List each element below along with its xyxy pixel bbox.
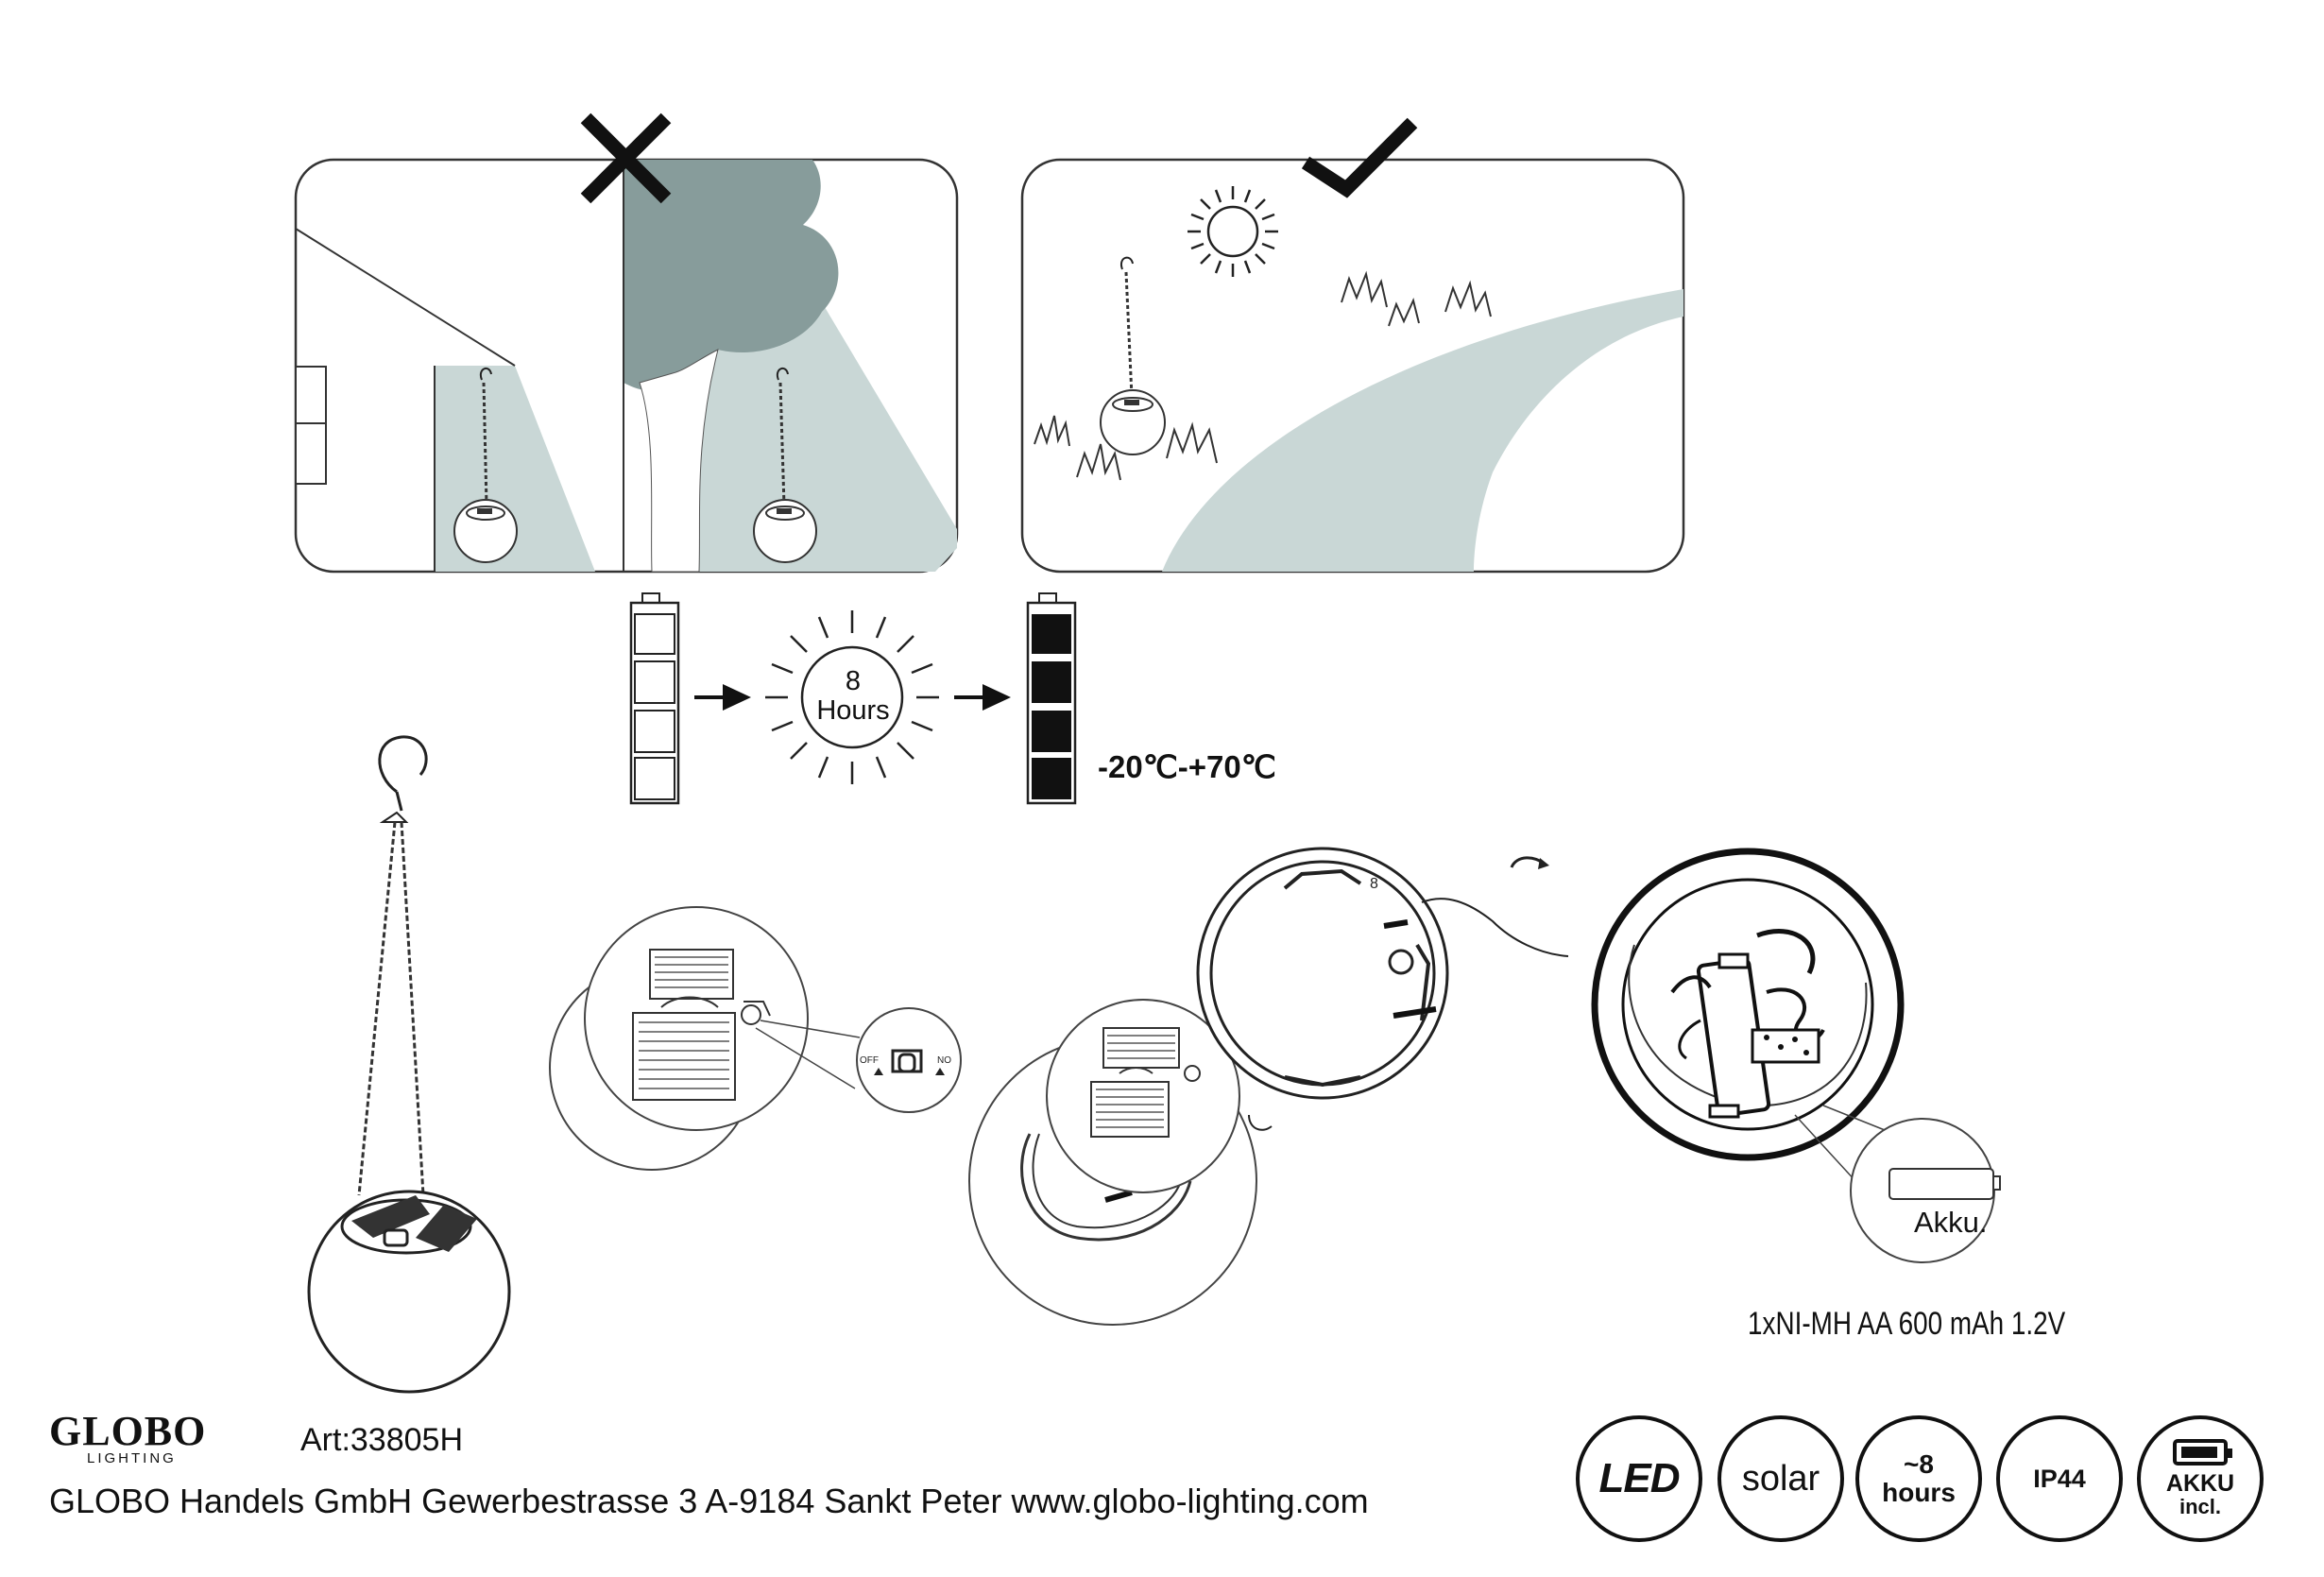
arrow-right-icon bbox=[694, 684, 751, 711]
company-address: GLOBO Handels GmbH Gewerbestrasse 3 A-91… bbox=[49, 1482, 1369, 1520]
lamp-small-1 bbox=[453, 367, 518, 563]
lamp-large bbox=[307, 735, 511, 1394]
globo-logo: GLOBO bbox=[49, 1408, 207, 1454]
hours-badge-line2: hours bbox=[1882, 1478, 1956, 1507]
grass bbox=[1034, 270, 1492, 481]
lamp-small-3 bbox=[1100, 256, 1166, 455]
temperature-range: -20℃-+70℃ bbox=[1098, 749, 1276, 784]
cross-mark-icon bbox=[580, 112, 672, 204]
battery-empty-icon bbox=[629, 592, 680, 805]
switch-on-label: NO bbox=[937, 1055, 951, 1066]
switch-detail: OFF NO bbox=[549, 906, 962, 1171]
sun-hours-number: 8 bbox=[845, 666, 862, 696]
twist-open-detail bbox=[968, 999, 1273, 1326]
hours-badge: ~8 hours bbox=[1855, 1415, 1982, 1542]
sun-icon bbox=[1188, 186, 1278, 277]
akku-badge-line1: AKKU bbox=[2165, 1470, 2235, 1497]
sun-hours-label: 8 Hours bbox=[803, 667, 903, 726]
sun-hours-unit: Hours bbox=[816, 695, 890, 726]
battery-full-icon bbox=[1026, 592, 1077, 805]
akku-badge-line2: incl. bbox=[2179, 1495, 2221, 1518]
ip44-badge-label: IP44 bbox=[2033, 1464, 2086, 1493]
solar-badge: solar bbox=[1717, 1415, 1844, 1542]
akku-callout-label: Akku. bbox=[1914, 1206, 1988, 1239]
led-badge: LED bbox=[1576, 1415, 1702, 1542]
battery-icon bbox=[2173, 1439, 2232, 1466]
battery-compartment-detail: 8 bbox=[1196, 847, 2001, 1263]
arrow-right-icon-2 bbox=[954, 684, 1011, 711]
lamp-small-2 bbox=[753, 367, 817, 563]
ip44-badge: IP44 bbox=[1996, 1415, 2123, 1542]
sun-8-hours-icon bbox=[765, 610, 939, 784]
panel-sun-right bbox=[1020, 158, 1685, 574]
akku-badge: AKKU incl. bbox=[2137, 1415, 2264, 1542]
battery-spec: 1xNI-MH AA 600 mAh 1.2V bbox=[1748, 1306, 2066, 1342]
led-badge-label: LED bbox=[1598, 1455, 1681, 1501]
switch-off-label: OFF bbox=[860, 1055, 879, 1066]
panel-shade-wrong bbox=[294, 158, 959, 574]
check-mark-icon bbox=[1301, 117, 1418, 198]
svg-text:8: 8 bbox=[1370, 876, 1378, 892]
globo-logo-subtext: LIGHTING bbox=[87, 1450, 177, 1466]
solar-badge-label: solar bbox=[1741, 1458, 1820, 1499]
hours-badge-line1: ~8 bbox=[1904, 1449, 1934, 1479]
article-number: Art:33805H bbox=[300, 1422, 463, 1458]
